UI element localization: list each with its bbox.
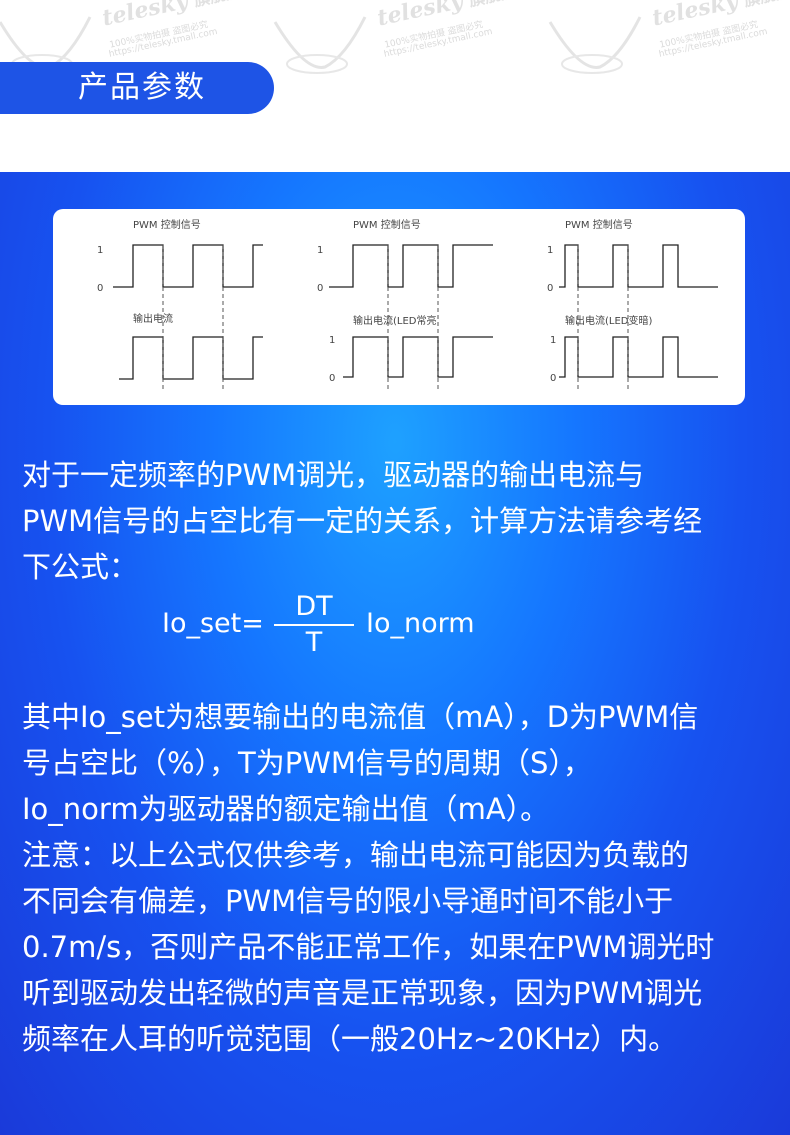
explanation-line: 其中Io_set为想要输出的电流值（mA），D为PWM信 bbox=[22, 700, 699, 734]
section-title-bar: 产品参数 bbox=[0, 62, 274, 114]
explanation-paragraph: 其中Io_set为想要输出的电流值（mA），D为PWM信 号占空比（%），T为P… bbox=[22, 694, 714, 1062]
intro-paragraph: 对于一定频率的PWM调光，驱动器的输出电流与 PWM信号的占空比有一定的关系，计… bbox=[22, 452, 702, 590]
panel3-tick-1b: 1 bbox=[550, 335, 556, 346]
panel2-pwm-wave bbox=[329, 244, 493, 288]
panel3-pwm-wave bbox=[559, 244, 718, 288]
panel2-tick-0b: 0 bbox=[329, 373, 335, 384]
panel3-tick-0: 0 bbox=[547, 283, 553, 294]
panel3-lower-label: 输出电流(LED变暗) bbox=[565, 314, 652, 327]
explanation-line: Io_norm为驱动器的额定输出值（mA）。 bbox=[22, 792, 550, 826]
pwm-waveform-diagram: PWM 控制信号 1 0 输出电流 PWM 控制信号 1 0 输出电流(LED常… bbox=[53, 209, 745, 405]
panel3-current-wave bbox=[559, 336, 718, 378]
panel3-tick-1: 1 bbox=[547, 245, 553, 256]
panel2-current-wave bbox=[343, 336, 493, 378]
panel1-title: PWM 控制信号 bbox=[133, 218, 201, 231]
panel3-title: PWM 控制信号 bbox=[565, 218, 633, 231]
panel1-tick-0: 0 bbox=[97, 283, 103, 294]
watermark-logo-icon bbox=[548, 16, 642, 74]
explanation-line: 注意：以上公式仅供参考，输出电流可能因为负载的 bbox=[22, 838, 690, 872]
intro-line: PWM信号的占空比有一定的关系，计算方法请参考经 bbox=[22, 504, 703, 538]
watermark-logo-icon bbox=[273, 16, 367, 74]
panel2-lower-label: 输出电流(LED常亮 bbox=[353, 314, 437, 327]
panel2-tick-1: 1 bbox=[317, 245, 323, 256]
content-panel: PWM 控制信号 1 0 输出电流 PWM 控制信号 1 0 输出电流(LED常… bbox=[0, 172, 790, 1135]
panel1-current-wave bbox=[119, 336, 263, 380]
panel3-tick-0b: 0 bbox=[550, 373, 556, 384]
formula-numerator: DT bbox=[295, 591, 333, 622]
formula-rhs: Io_norm bbox=[366, 608, 475, 639]
panel2-tick-0: 0 bbox=[317, 283, 323, 294]
intro-line: 对于一定频率的PWM调光，驱动器的输出电流与 bbox=[22, 458, 645, 492]
panel2-title: PWM 控制信号 bbox=[353, 218, 421, 231]
pwm-waveform-svg: PWM 控制信号 1 0 输出电流 PWM 控制信号 1 0 输出电流(LED常… bbox=[97, 218, 718, 389]
formula-fraction-bar bbox=[274, 624, 354, 626]
watermark: telesky旗舰店 100%实物拍摄 盗图必究 https://telesky… bbox=[265, 0, 518, 90]
section-title: 产品参数 bbox=[78, 70, 206, 105]
explanation-line: 0.7m/s，否则产品不能正常工作，如果在PWM调光时 bbox=[22, 930, 715, 964]
explanation-line: 听到驱动发出轻微的声音是正常现象，因为PWM调光 bbox=[22, 976, 703, 1010]
intro-line: 下公式： bbox=[22, 550, 139, 584]
explanation-line: 频率在人耳的听觉范围（一般20Hz~20KHz）内。 bbox=[22, 1022, 678, 1056]
explanation-line: 号占空比（%），T为PWM信号的周期（S）， bbox=[22, 746, 592, 780]
formula-lhs: Io_set= bbox=[162, 608, 264, 639]
panel1-tick-1: 1 bbox=[97, 245, 103, 256]
panel2-tick-1b: 1 bbox=[329, 335, 335, 346]
explanation-line: 不同会有偏差，PWM信号的限小导通时间不能小于 bbox=[22, 884, 674, 918]
header-area: telesky旗舰店 100%实物拍摄 盗图必究 https://telesky… bbox=[0, 0, 790, 172]
panel1-pwm-wave bbox=[113, 244, 263, 288]
panel1-lower-label: 输出电流 bbox=[133, 312, 173, 325]
formula-denominator: T bbox=[305, 627, 323, 658]
formula: Io_set= DT T Io_norm bbox=[0, 591, 790, 661]
watermark: telesky旗舰店 100%实物拍摄 盗图必究 https://telesky… bbox=[540, 0, 790, 90]
